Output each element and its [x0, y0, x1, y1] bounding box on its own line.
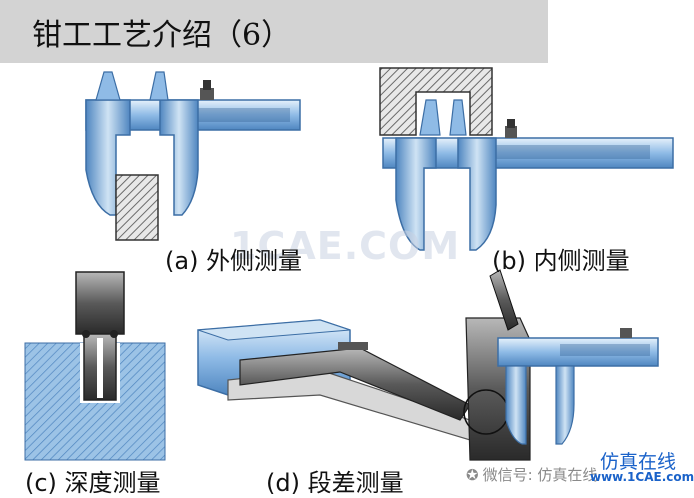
illustration-canvas	[24, 67, 674, 461]
title-bar: 钳工工艺介绍（6）	[0, 0, 548, 63]
caliper-depth-measurement	[24, 271, 166, 461]
wechat-id: ✪ 微信号: 仿真在线	[466, 464, 597, 485]
brand-url: www.1CAE.com	[590, 470, 694, 484]
wechat-icon: ✪	[466, 465, 479, 484]
page-title: 钳工工艺介绍（6）	[32, 18, 292, 53]
caption-step-measurement: (d) 段差测量	[266, 469, 404, 497]
watermark-text: 1CAE.COM	[230, 224, 461, 268]
brand-name: 仿真在线	[600, 451, 677, 473]
caliper-inside-measurement	[379, 67, 674, 251]
caliper-fifth-example	[463, 269, 659, 461]
caption-outside-measurement: (a) 外侧测量	[165, 247, 303, 275]
caption-depth-measurement: (c) 深度测量	[25, 469, 161, 497]
wechat-label: 微信号: 仿真在线	[482, 466, 598, 484]
caption-inside-measurement: (b) 内侧测量	[492, 247, 630, 275]
caliper-outside-measurement	[85, 71, 301, 241]
caliper-step-measurement	[197, 319, 471, 441]
